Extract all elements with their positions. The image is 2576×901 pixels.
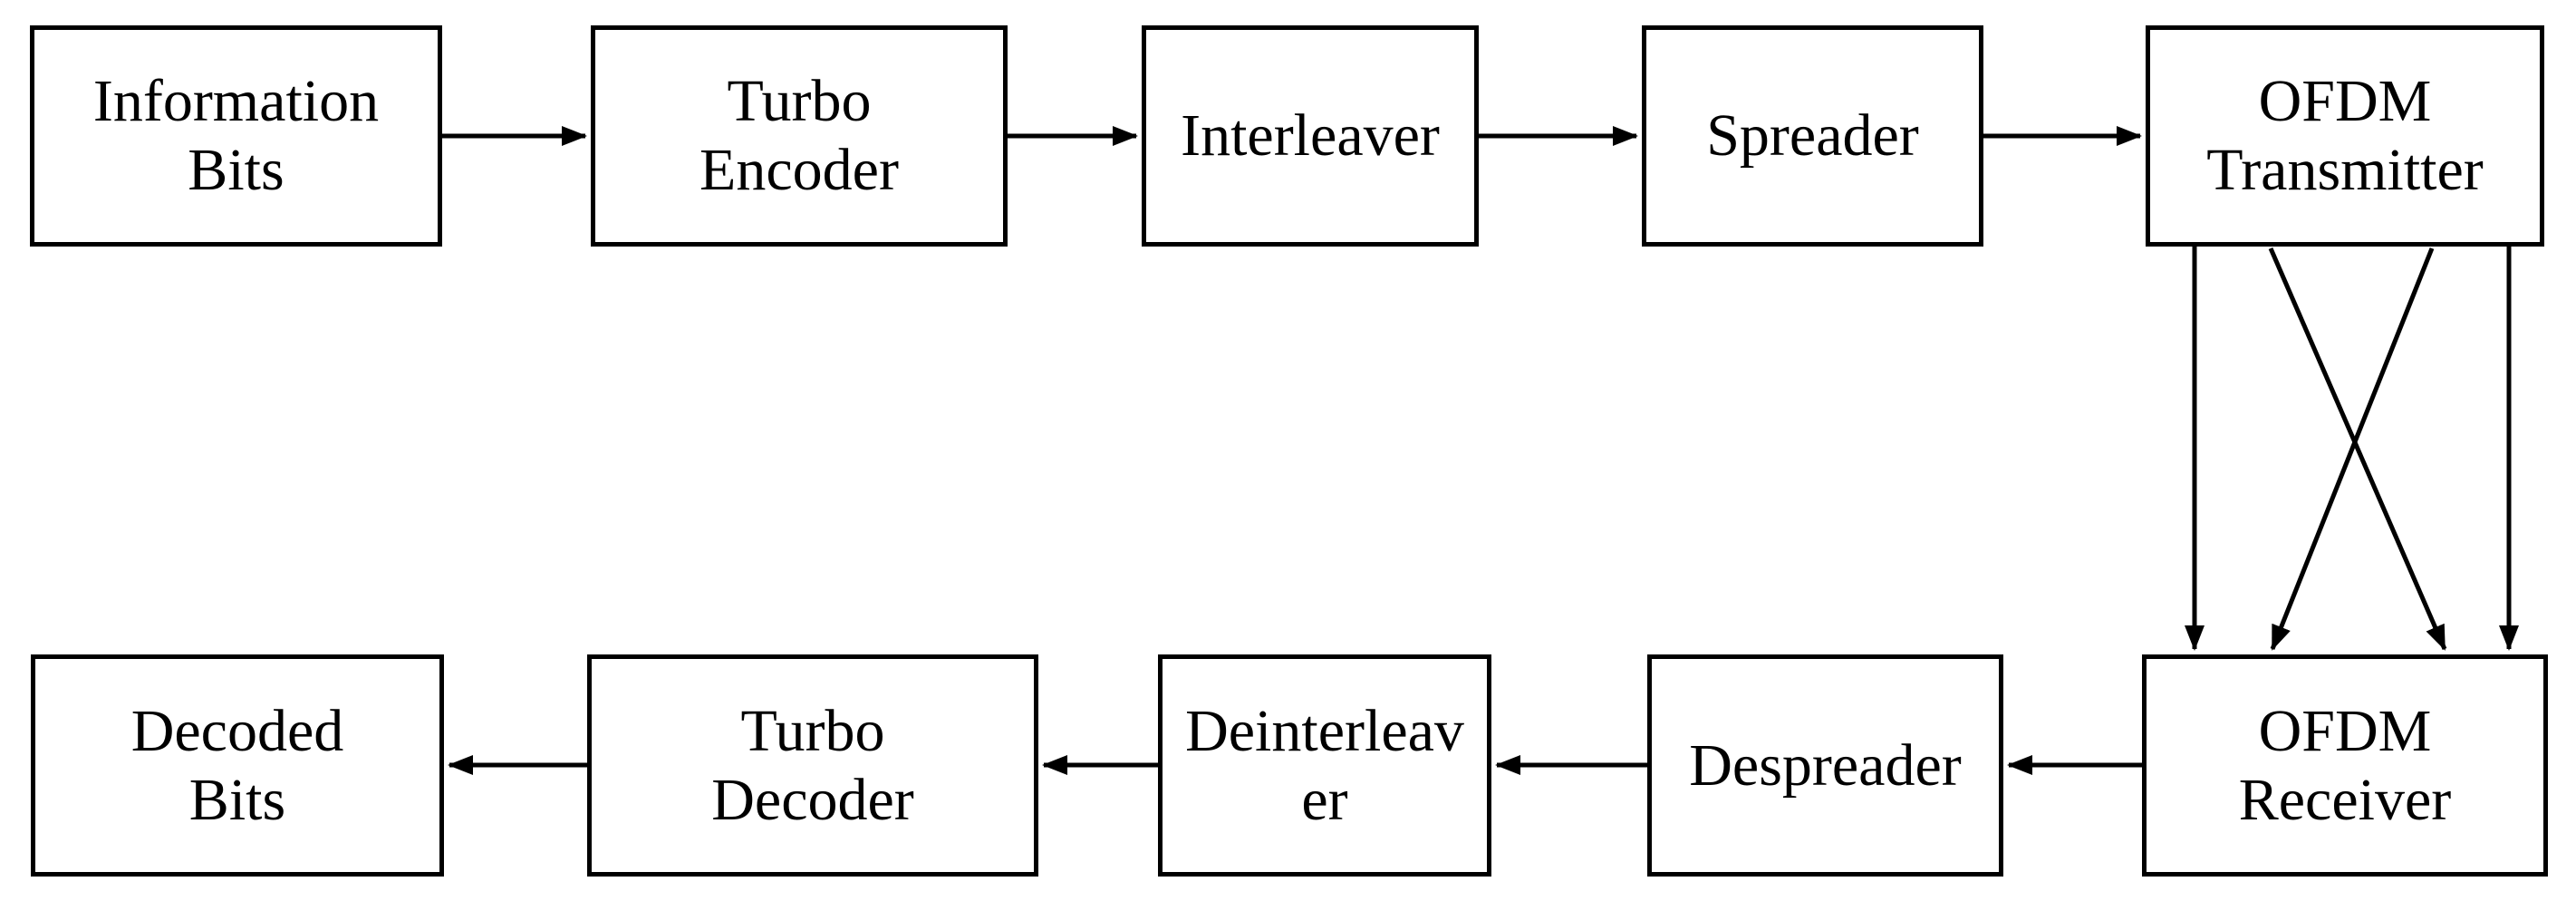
node-label-line: Bits (188, 137, 285, 203)
edge-transmitter-to-receiver-diagonal-left (2270, 247, 2435, 651)
node-despreader: Despreader (1647, 654, 2003, 877)
node-information-bits: Information Bits (30, 25, 442, 247)
node-label-line: Spreader (1706, 102, 1919, 169)
node-turbo-encoder: Turbo Encoder (591, 25, 1008, 247)
node-label-line: Deinterleav (1185, 697, 1464, 764)
node-label-line: OFDM (2258, 68, 2432, 134)
node-label-line: Information (92, 68, 380, 134)
node-decoded-bits: Decoded Bits (31, 654, 444, 877)
node-label-line: Decoded (130, 697, 344, 764)
node-label-line: Bits (188, 766, 286, 833)
node-spreader: Spreader (1642, 25, 1983, 247)
node-label-line: er (1301, 766, 1348, 833)
node-label-line: Turbo (727, 68, 872, 134)
node-label-line: Despreader (1689, 731, 1962, 799)
node-deinterleaver: Deinterleav er (1158, 654, 1491, 877)
node-turbo-decoder: Turbo Decoder (587, 654, 1038, 877)
edge-transmitter-to-receiver-diagonal-right (2268, 247, 2447, 651)
node-label-line: Receiver (2238, 766, 2452, 833)
node-ofdm-transmitter: OFDM Transmitter (2146, 25, 2544, 247)
node-label-line: Decoder (711, 766, 914, 833)
node-label-line: Transmitter (2206, 137, 2484, 203)
node-label-line: OFDM (2258, 697, 2432, 764)
node-interleaver: Interleaver (1142, 25, 1479, 247)
node-ofdm-receiver: OFDM Receiver (2142, 654, 2548, 877)
node-label-line: Turbo (740, 697, 885, 764)
node-label-line: Interleaver (1181, 102, 1440, 169)
node-label-line: Encoder (699, 137, 899, 203)
